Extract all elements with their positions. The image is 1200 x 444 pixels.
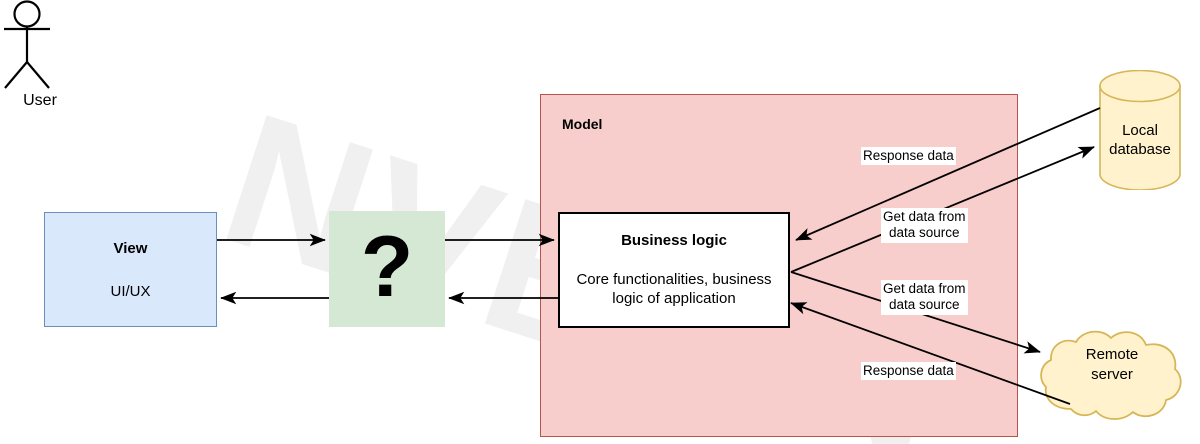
node-local-database-line2: database [1109,140,1171,158]
node-remote-server-line2: server [1091,365,1133,383]
node-view[interactable]: View UI/UX [44,212,217,327]
database-cylinder-icon[interactable] [1098,70,1182,190]
edge-label-get-data-bottom: Get data from data source [881,280,968,315]
edge-label-response-data-bottom: Response data [861,362,956,381]
edge-label-response-data-top: Response data [861,147,956,166]
node-model-title: Model [562,116,603,132]
actor-user: User [0,0,80,110]
node-view-title: View [113,239,148,257]
node-unknown-component[interactable]: ? [329,211,445,327]
node-local-database-label: Local database [1098,122,1182,160]
node-local-database-line1: Local [1122,122,1158,139]
edge-database-to-business-logic [795,107,1101,241]
node-business-logic[interactable]: Business logic Core functionalities, bus… [558,212,790,328]
stick-figure-icon [4,0,50,89]
node-business-logic-description: Core functionalities, business logic of … [576,271,772,307]
question-mark-icon: ? [360,219,414,315]
node-remote-server-label: Remote server [1046,345,1178,384]
edge-label-get-data-top: Get data from data source [881,208,968,243]
cloud-icon[interactable] [1036,327,1186,423]
node-remote-server-line1: Remote [1085,346,1139,363]
node-business-logic-title: Business logic [621,232,727,249]
actor-user-label: User [23,92,57,109]
node-view-subtitle: UI/UX [110,282,151,300]
edge-remote-server-to-business-logic [790,302,1071,405]
